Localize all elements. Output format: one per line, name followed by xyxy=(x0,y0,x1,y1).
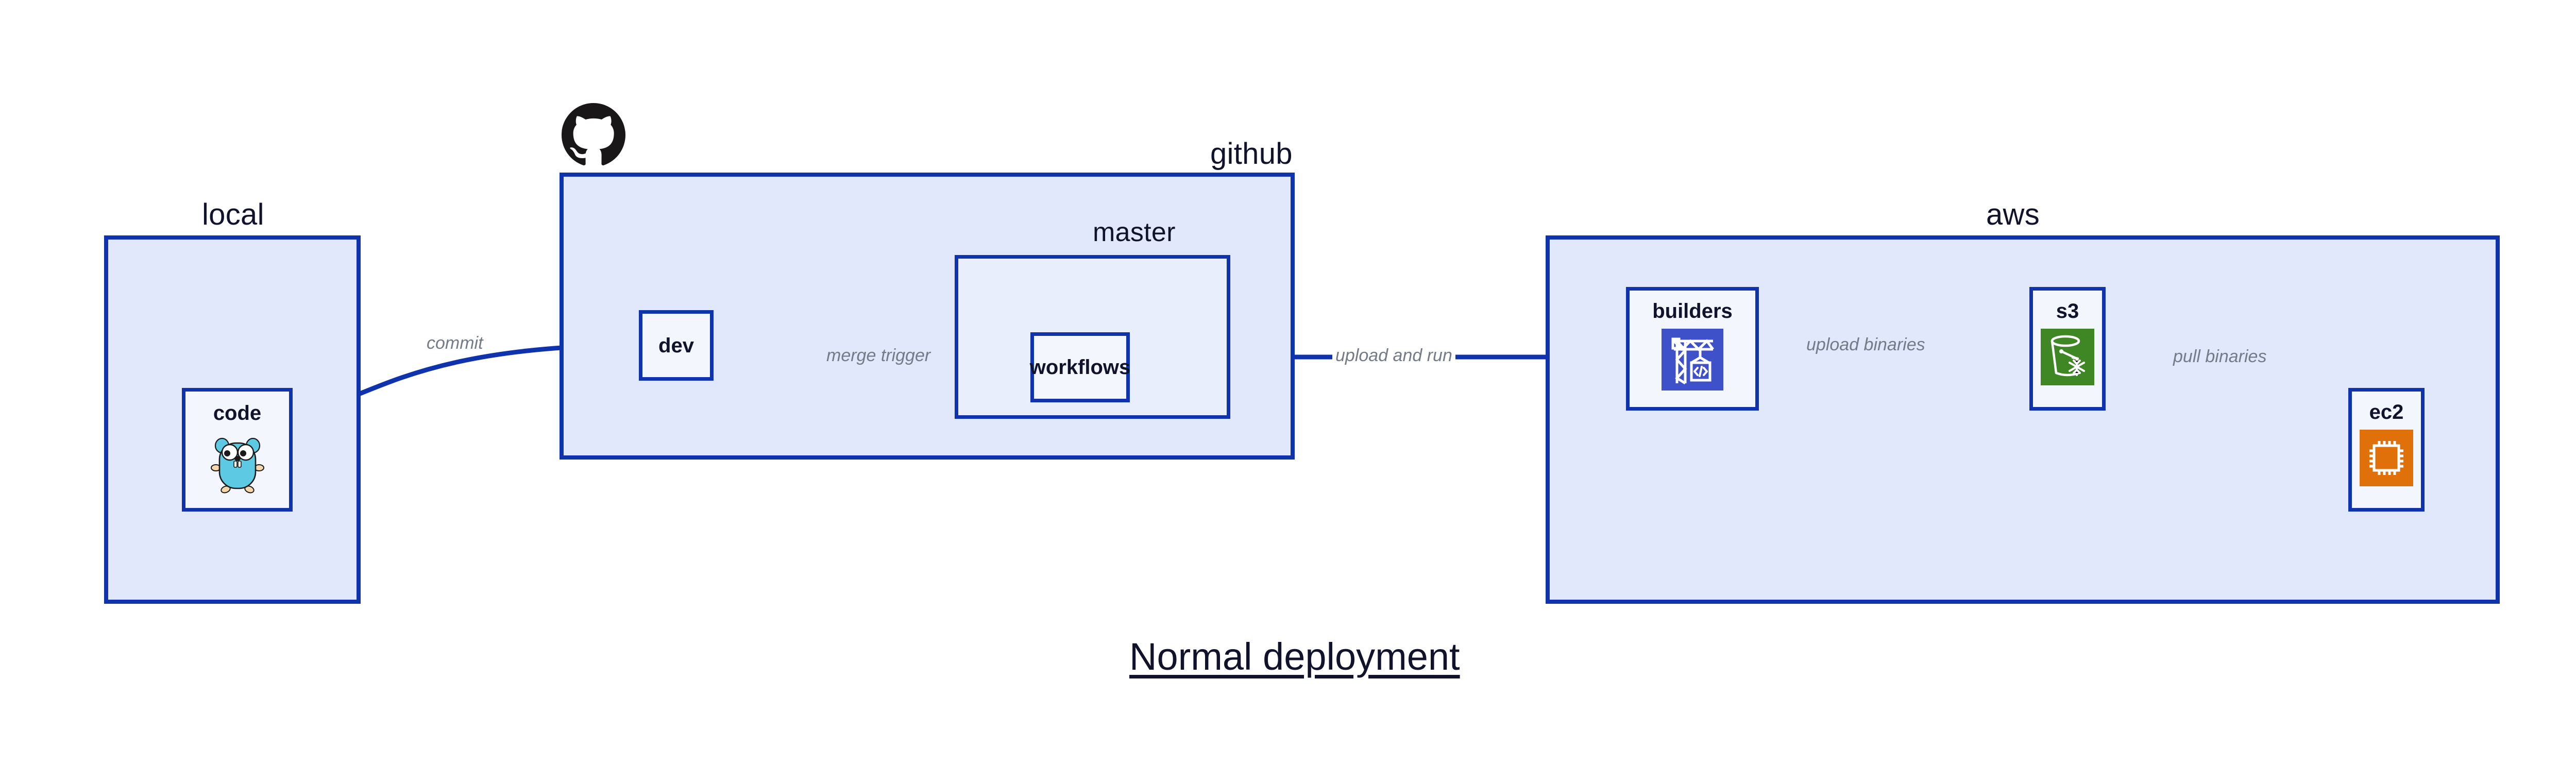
node-label-builders: builders xyxy=(1652,300,1733,322)
node-ec2[interactable]: ec2 xyxy=(2348,388,2425,512)
node-code[interactable]: code xyxy=(182,388,293,512)
aws-s3-bucket-icon xyxy=(2041,329,2094,385)
group-label-local: local xyxy=(202,198,264,231)
node-label-ec2: ec2 xyxy=(2369,401,2404,423)
node-label-workflows: workflows xyxy=(1029,356,1131,379)
edge-label-upload-binaries: upload binaries xyxy=(1803,336,1928,353)
diagram-title: Normal deployment xyxy=(1129,635,1460,678)
group-label-github: github xyxy=(1210,137,1293,171)
node-label-dev: dev xyxy=(658,334,694,357)
group-label-master: master xyxy=(1093,217,1176,247)
edge-label-upload-and-run: upload and run xyxy=(1332,347,1455,364)
group-label-aws: aws xyxy=(1986,198,2040,231)
node-label-code: code xyxy=(213,402,262,425)
aws-builders-crane-icon xyxy=(1662,329,1723,390)
edge-label-merge-trigger: merge trigger xyxy=(823,347,934,364)
edge-label-commit: commit xyxy=(423,334,486,352)
group-master: workflows xyxy=(955,255,1230,419)
group-aws: builders xyxy=(1546,235,2500,604)
group-github: dev master workflows xyxy=(560,173,1295,460)
node-s3[interactable]: s3 xyxy=(2029,287,2106,411)
github-octocat-icon xyxy=(562,103,625,169)
aws-ec2-chip-icon xyxy=(2360,430,2413,486)
node-workflows[interactable]: workflows xyxy=(1030,332,1130,402)
group-local: code xyxy=(104,235,361,604)
node-label-s3: s3 xyxy=(2056,300,2079,322)
go-gopher-icon xyxy=(209,432,266,494)
node-dev[interactable]: dev xyxy=(639,310,714,381)
edge-label-pull-binaries: pull binaries xyxy=(2170,348,2270,365)
node-builders[interactable]: builders xyxy=(1626,287,1759,411)
